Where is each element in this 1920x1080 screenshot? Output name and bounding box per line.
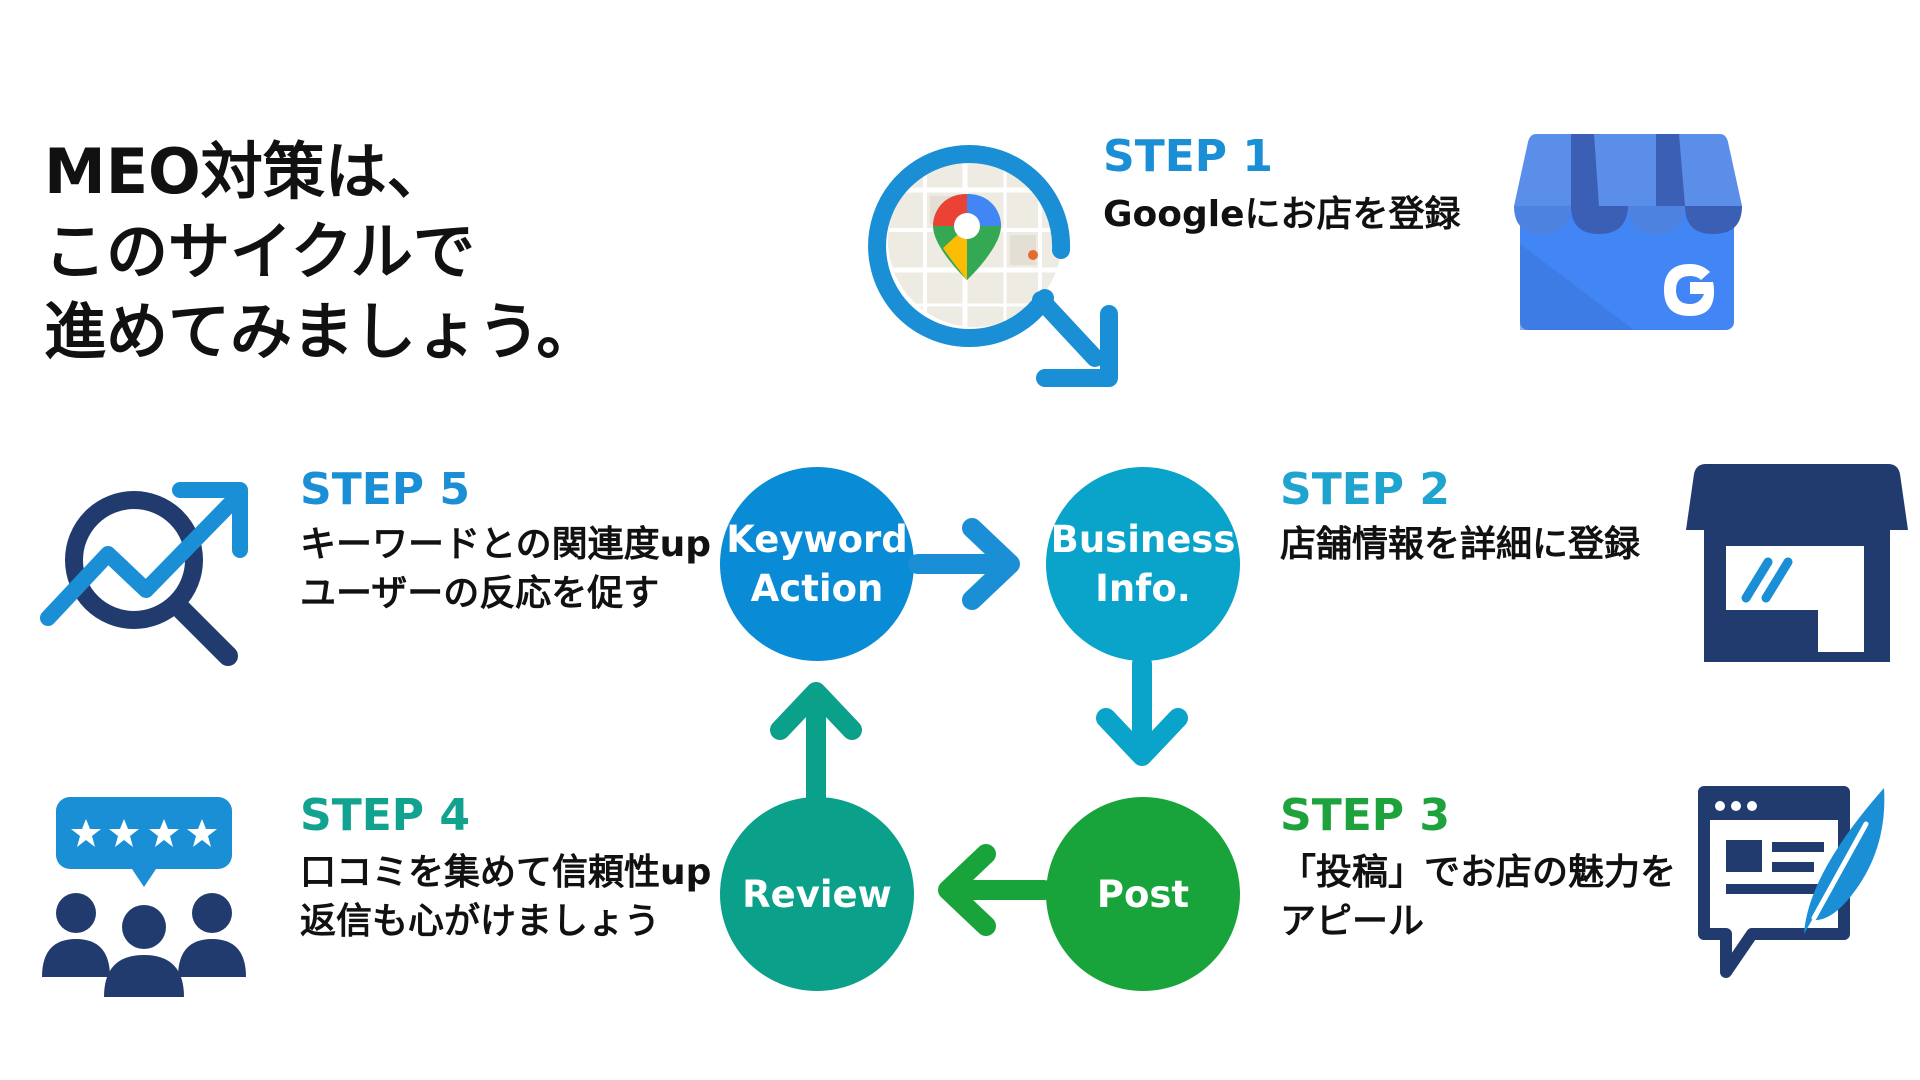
google-maps-search-icon — [868, 145, 1118, 387]
post-writing-icon — [1698, 786, 1885, 978]
review-people-icon — [42, 797, 246, 997]
cycle-keyword-label: Keyword Action — [726, 518, 908, 610]
step-1-label: STEP 1 — [1103, 131, 1273, 182]
step-1-text: Googleにお店を登録 — [1103, 190, 1461, 239]
step-2-line: 店舗情報を詳細に登録 — [1280, 524, 1641, 565]
cycle-business-info: Business Info. — [1046, 467, 1240, 661]
step-5-line-1: キーワードとの関連度up — [300, 524, 712, 565]
arrow-right-icon — [908, 518, 1020, 610]
step-2-text: 店舗情報を詳細に登録 — [1280, 520, 1640, 569]
step-3-text: 「投稿」でお店の魅力を アピール — [1280, 848, 1676, 946]
step-3-line-1: 「投稿」でお店の魅力を — [1280, 852, 1677, 893]
google-my-business-icon — [1514, 134, 1742, 330]
cycle-business-label: Business Info. — [1050, 518, 1236, 610]
arrow-left-icon — [938, 844, 1054, 936]
cycle-keyword-action: Keyword Action — [720, 467, 914, 661]
cycle-post-label: Post — [1096, 872, 1190, 916]
arrow-down-icon — [1096, 654, 1188, 766]
step-5-text: キーワードとの関連度up ユーザーの反応を促す — [300, 520, 711, 618]
step-2-label: STEP 2 — [1280, 464, 1450, 515]
step-4-text: 口コミを集めて信頼性up 返信も心がけましょう — [300, 848, 711, 946]
step-3-line-2: アピール — [1280, 901, 1425, 942]
cycle-review-label: Review — [742, 872, 892, 916]
step-5-line-2: ユーザーの反応を促す — [300, 573, 660, 614]
step-4-line-2: 返信も心がけましょう — [300, 901, 661, 942]
growth-search-icon — [40, 482, 248, 666]
title-line-2: このサイクルで — [44, 215, 475, 288]
step-3-label: STEP 3 — [1280, 790, 1450, 841]
cycle-post: Post — [1046, 797, 1240, 991]
step-4-line-1: 口コミを集めて信頼性up — [300, 852, 712, 893]
cycle-review: Review — [720, 797, 914, 991]
title-line-1: MEO対策は、 — [44, 135, 449, 208]
title-line-3: 進めてみましょう。 — [44, 295, 599, 368]
step-4-label: STEP 4 — [300, 790, 470, 841]
store-front-icon — [1686, 464, 1908, 662]
page-title: MEO対策は、 このサイクルで 進めてみましょう。 — [44, 132, 598, 372]
step-1-line: Googleにお店を登録 — [1103, 194, 1461, 235]
arrow-up-icon — [770, 682, 862, 800]
step-5-label: STEP 5 — [300, 464, 470, 515]
